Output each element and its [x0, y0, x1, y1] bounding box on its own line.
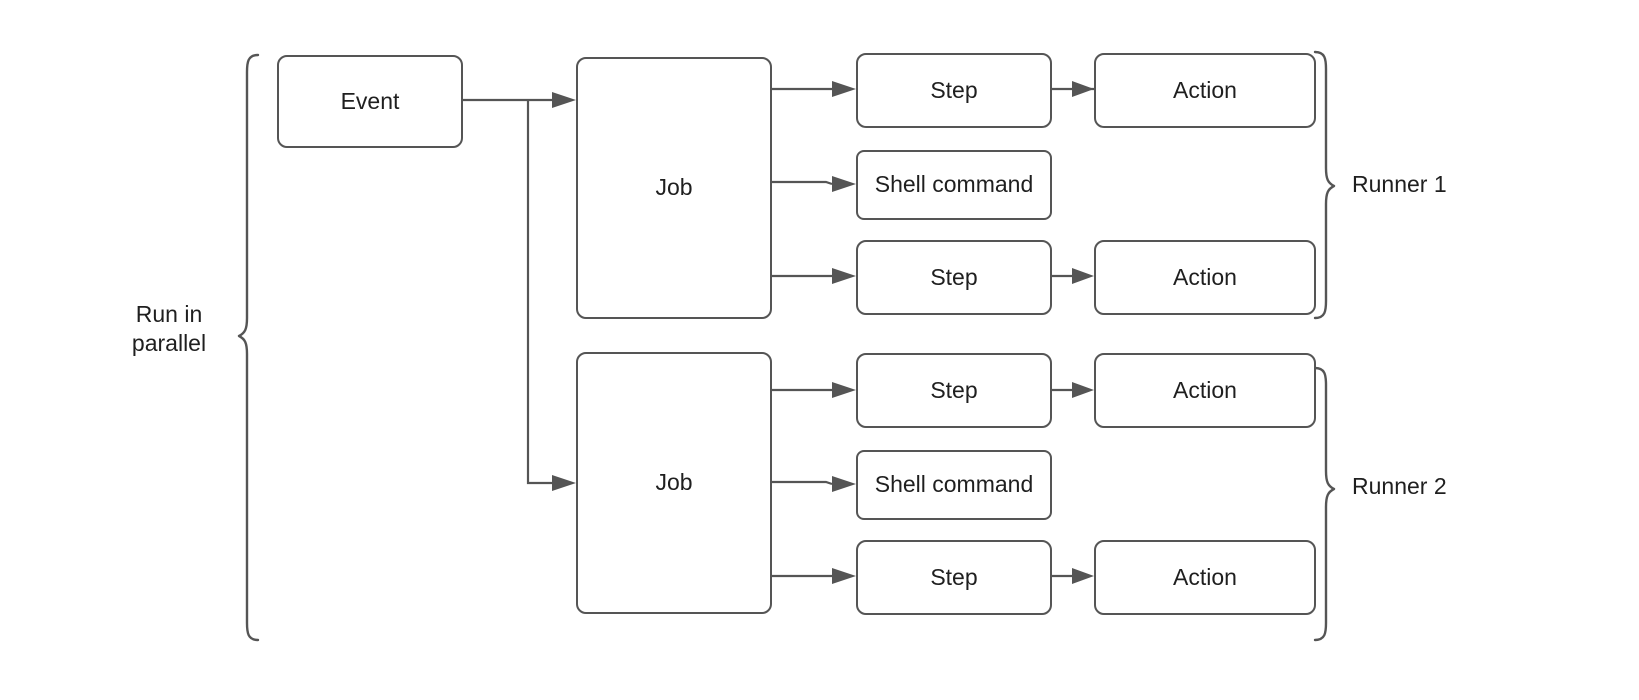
node-r1-action-2[interactable]: Action: [1094, 240, 1316, 315]
arrowhead-r1-step2: [832, 268, 856, 284]
node-r2-action-2[interactable]: Action: [1094, 540, 1316, 615]
arrowhead-job2: [552, 475, 576, 491]
arrowhead-r1-action2: [1072, 268, 1094, 284]
arrowhead-r1-action1: [1072, 81, 1094, 97]
node-r2-step-1[interactable]: Step: [856, 353, 1052, 428]
runner-2-label: Runner 2: [1352, 473, 1447, 499]
arrowhead-job1: [552, 92, 576, 108]
brace-runner-1: [1313, 50, 1336, 320]
node-r1-shell-command[interactable]: Shell command: [856, 150, 1052, 220]
runner-1-label: Runner 1: [1352, 171, 1447, 197]
arrowhead-r1-step1: [832, 81, 856, 97]
node-r2-shell-command[interactable]: Shell command: [856, 450, 1052, 520]
edge-job1-shell: [772, 180, 833, 186]
node-job-1[interactable]: Job: [576, 57, 772, 319]
node-r2-step-2[interactable]: Step: [856, 540, 1052, 615]
node-job-2[interactable]: Job: [576, 352, 772, 614]
brace-runner-2: [1313, 366, 1336, 642]
arrowhead-r2-step2: [832, 568, 856, 584]
arrowhead-r2-shell: [832, 476, 856, 492]
edge-event-to-job2: [526, 100, 552, 485]
node-r1-action-1[interactable]: Action: [1094, 53, 1316, 128]
node-r1-step-1[interactable]: Step: [856, 53, 1052, 128]
run-in-parallel-label: Run in parallel: [131, 301, 207, 357]
arrowhead-r2-action1: [1072, 382, 1094, 398]
arrowhead-r1-shell: [832, 176, 856, 192]
node-event[interactable]: Event: [277, 55, 463, 148]
node-r1-step-2[interactable]: Step: [856, 240, 1052, 315]
arrowhead-r2-step1: [832, 382, 856, 398]
arrowhead-r2-action2: [1072, 568, 1094, 584]
edge-job2-shell: [772, 480, 833, 486]
node-r2-action-1[interactable]: Action: [1094, 353, 1316, 428]
brace-run-in-parallel: [237, 53, 260, 642]
